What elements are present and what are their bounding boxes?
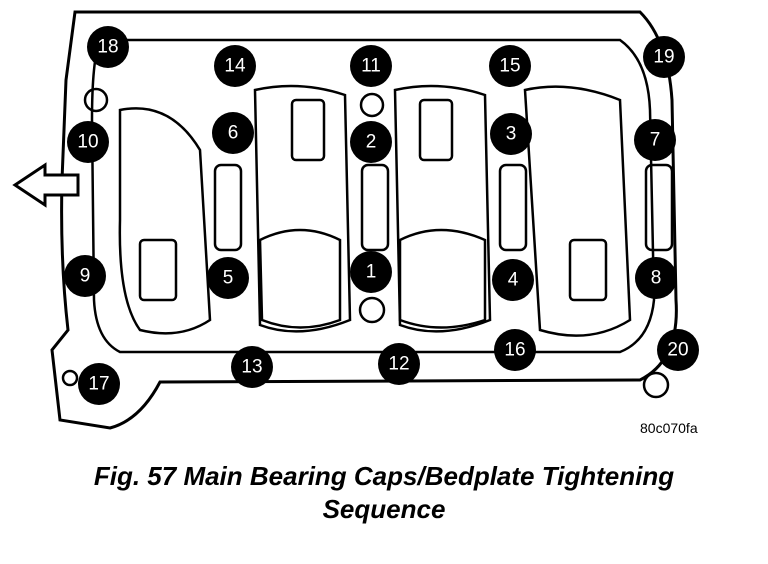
bolt-18-label: 18 xyxy=(97,37,118,58)
bolt-11-label: 11 xyxy=(361,56,381,77)
bolt-1-label: 1 xyxy=(366,262,377,283)
bolt-7-label: 7 xyxy=(650,130,661,151)
bolt-12: 12 xyxy=(378,343,420,385)
bolt-5-label: 5 xyxy=(223,268,234,289)
bolt-10-label: 10 xyxy=(77,132,98,153)
bolt-19-label: 19 xyxy=(653,47,674,68)
bolt-number-circles: 1 2 3 4 5 6 7 8 9 10 11 12 13 14 15 16 1… xyxy=(64,26,699,405)
bolt-17: 17 xyxy=(78,363,120,405)
bolt-10: 10 xyxy=(67,121,109,163)
bolt-6: 6 xyxy=(212,112,254,154)
bolt-8-label: 8 xyxy=(651,268,662,289)
bolt-16-label: 16 xyxy=(504,340,525,361)
bolt-6-label: 6 xyxy=(228,123,239,144)
bolt-11: 11 xyxy=(350,45,392,87)
figure-caption: Fig. 57 Main Bearing Caps/Bedplate Tight… xyxy=(0,460,768,526)
bolt-2: 2 xyxy=(350,121,392,163)
bolt-14-label: 14 xyxy=(224,56,246,77)
bolt-8: 8 xyxy=(635,257,677,299)
bolt-14: 14 xyxy=(214,45,256,87)
caption-line-2: Sequence xyxy=(322,494,446,524)
arrow-left-icon xyxy=(12,162,80,208)
bolt-15-label: 15 xyxy=(499,56,520,77)
bolt-9: 9 xyxy=(64,255,106,297)
caption-line-1: Fig. 57 Main Bearing Caps/Bedplate Tight… xyxy=(93,461,675,491)
outline-bolt-marks xyxy=(61,87,670,399)
figure-reference-code: 80c070fa xyxy=(640,420,698,436)
bolt-3: 3 xyxy=(490,113,532,155)
bolt-9-label: 9 xyxy=(80,266,91,287)
bolt-13: 13 xyxy=(231,346,273,388)
bolt-4: 4 xyxy=(492,259,534,301)
bolt-20: 20 xyxy=(657,329,699,371)
bolt-18: 18 xyxy=(87,26,129,68)
crankshaft xyxy=(118,84,674,337)
bolt-4-label: 4 xyxy=(508,270,519,291)
bolt-3-label: 3 xyxy=(506,124,517,145)
bolt-12-label: 12 xyxy=(388,354,409,375)
bolt-2-label: 2 xyxy=(366,132,377,153)
bolt-13-label: 13 xyxy=(241,357,262,378)
bolt-1: 1 xyxy=(350,251,392,293)
bolt-16: 16 xyxy=(494,329,536,371)
bolt-17-label: 17 xyxy=(88,374,109,395)
bedplate-diagram: 1 2 3 4 5 6 7 8 9 10 11 12 13 14 15 16 1… xyxy=(12,10,699,430)
bolt-7: 7 xyxy=(634,119,676,161)
bolt-19: 19 xyxy=(643,36,685,78)
bolt-15: 15 xyxy=(489,45,531,87)
bolt-5: 5 xyxy=(207,257,249,299)
bolt-20-label: 20 xyxy=(667,340,688,361)
